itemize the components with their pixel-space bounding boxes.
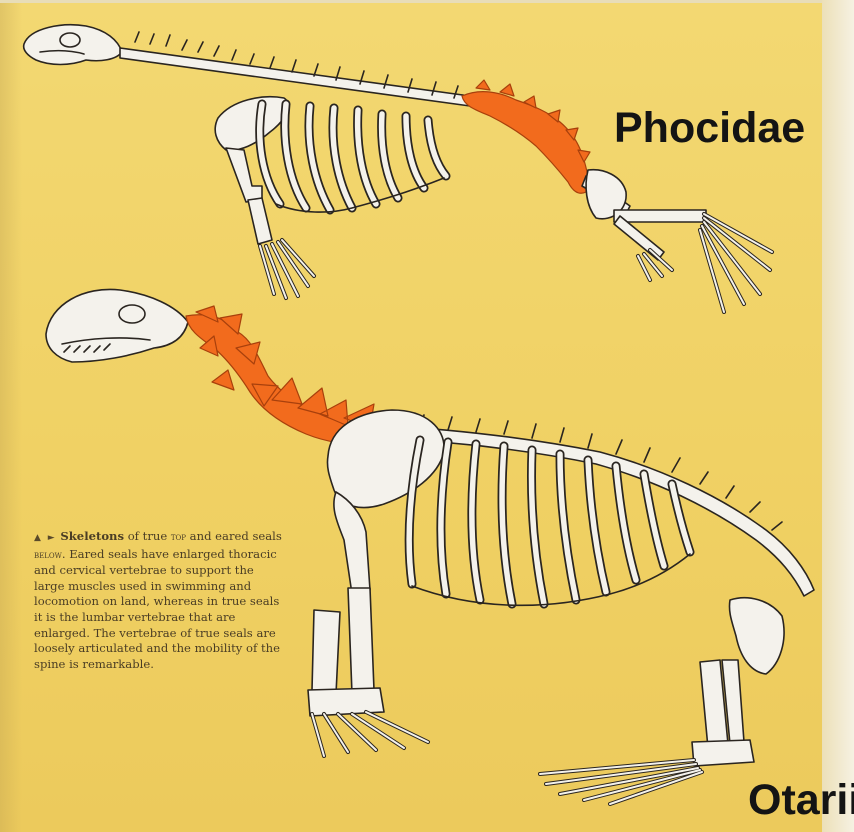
caption-smallcaps-below: below [34,549,62,561]
phocid-fore-flipper [226,148,314,298]
caption-lead: Skeletons [60,529,124,543]
caption-text-2: and eared seals [186,529,282,543]
phocid-hind-flipper [586,170,772,312]
phocid-ribs [260,104,446,212]
otariid-ribs [409,440,690,605]
label-phocidae: Phocidae [614,104,805,153]
figure-caption: ▲ ► Skeletons of true top and eared seal… [34,529,284,672]
otariid-skull [46,289,188,362]
otariid-hind-flipper [540,598,784,804]
phocid-skull [24,25,122,65]
phocid-lumbar-vertebrae [462,80,590,193]
label-otarii: Otarii [748,776,854,825]
otariid-scapula [327,410,444,508]
triangle-arrows-icon: ▲ ► [34,533,57,543]
phocid-skeleton [24,25,772,312]
phocid-vertebrae-neck [120,32,470,106]
caption-text-3: . Eared seals have enlarged thoracic and… [34,547,280,671]
caption-smallcaps-top: top [171,531,186,543]
caption-text-1: of true [124,529,171,543]
phocid-scapula [215,97,288,150]
